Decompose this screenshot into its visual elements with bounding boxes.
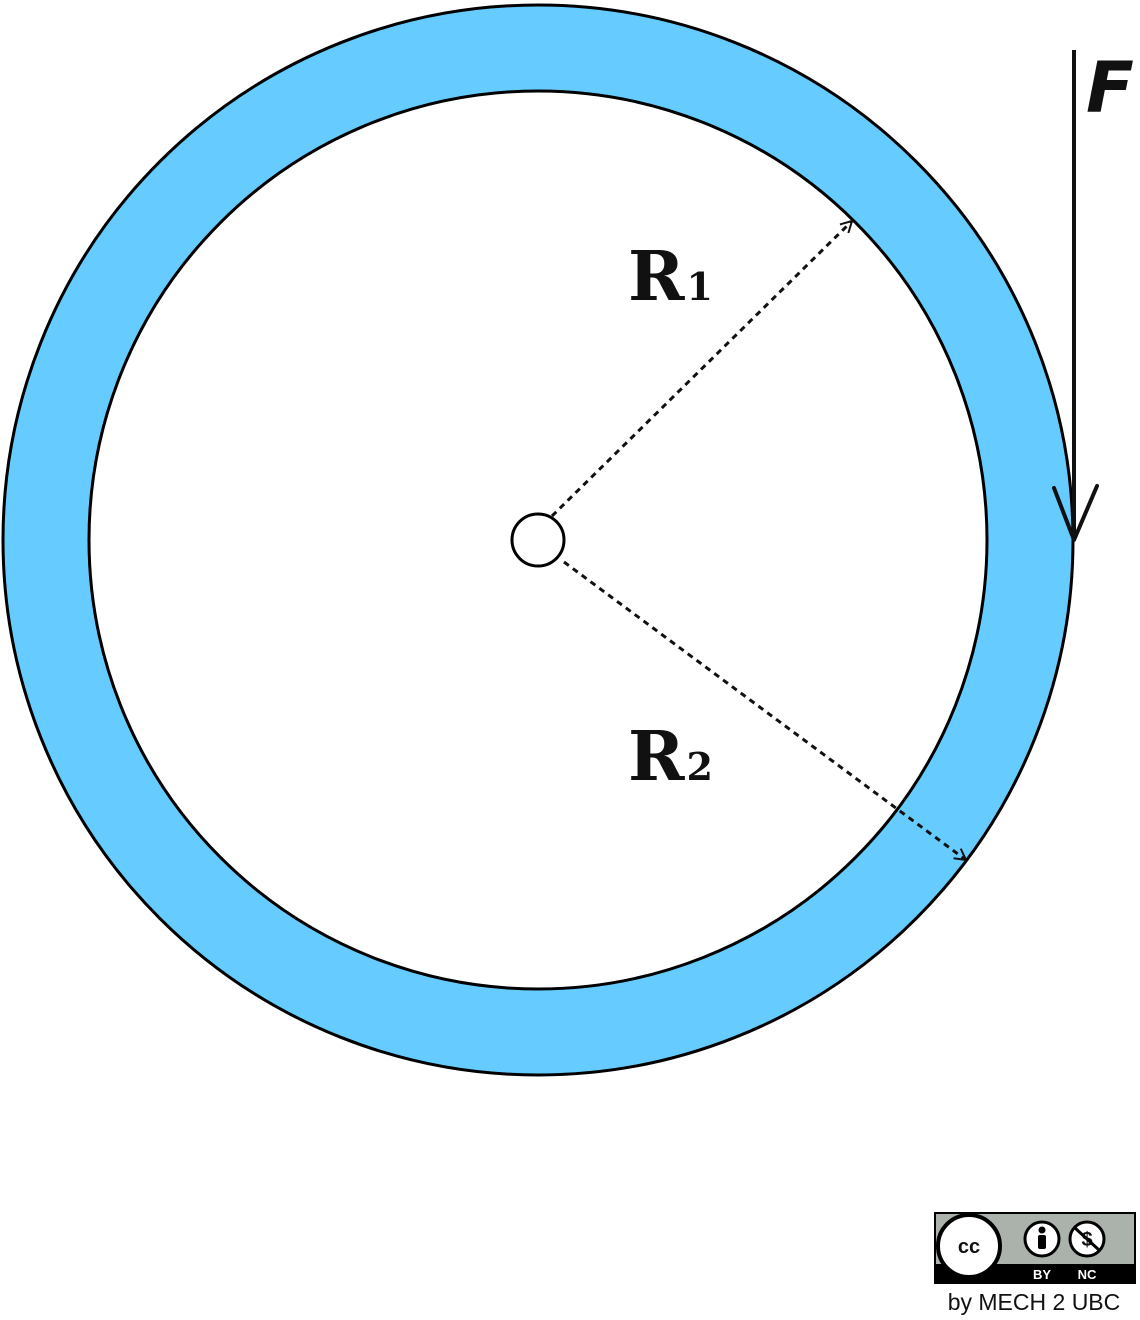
credit-text: by MECH 2 UBC — [947, 1289, 1121, 1315]
cc-license-badge: cc $ BY NC — [934, 1212, 1136, 1284]
force-label: F — [1086, 47, 1134, 129]
svg-text:cc: cc — [958, 1236, 980, 1258]
outer-radius-label: R2 — [628, 717, 713, 797]
center-pivot — [510, 512, 566, 568]
svg-text:BY: BY — [1033, 1267, 1051, 1282]
inner-radius-label: R1 — [628, 237, 713, 317]
non-commercial-dollar-icon: $ — [1068, 1220, 1106, 1258]
svg-text:NC: NC — [1078, 1267, 1097, 1282]
attribution-person-icon — [1023, 1220, 1061, 1258]
creative-commons-icon: cc — [936, 1213, 1002, 1279]
force-arrow-head — [1052, 484, 1099, 542]
inner-radius-arrow — [550, 221, 852, 518]
